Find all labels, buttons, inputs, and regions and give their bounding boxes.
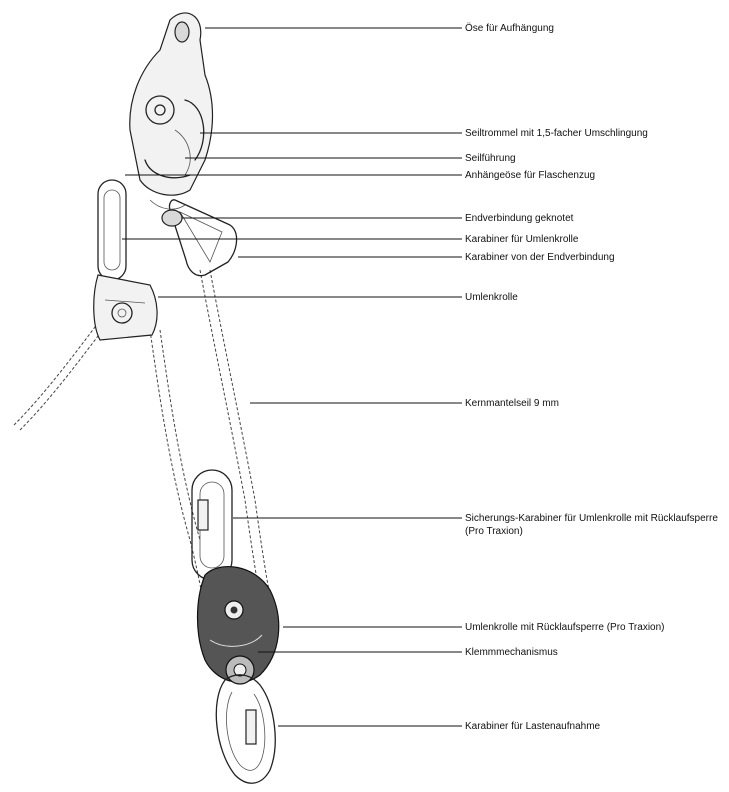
label-seiltrommel: Seiltrommel mit 1,5-facher Umschlingung	[465, 127, 648, 140]
top-device	[130, 13, 213, 195]
upper-pulley	[94, 275, 157, 340]
safety-carabiner	[192, 470, 232, 580]
label-umlenkrolle-ruecklauf: Umlenkrolle mit Rücklaufsperre (Pro Trax…	[465, 621, 665, 634]
label-klemmmechanismus: Klemmmechanismus	[465, 646, 558, 659]
label-sicherungs-karabiner: Sicherungs-Karabiner für Umlenkrolle mit…	[465, 512, 725, 538]
label-oese-aufhaengung: Öse für Aufhängung	[465, 22, 554, 35]
label-endverbindung: Endverbindung geknotet	[465, 212, 573, 225]
load-carabiner	[216, 675, 275, 783]
label-karabiner-endverbindung: Karabiner von der Endverbindung	[465, 251, 615, 264]
label-seilfuehrung: Seilführung	[465, 152, 516, 165]
pro-traxion-pulley	[198, 567, 279, 684]
label-karabiner-lastenaufnahme: Karabiner für Lastenaufnahme	[465, 720, 600, 733]
label-kernmantelseil: Kernmantelseil 9 mm	[465, 397, 559, 410]
label-anhaengeoese: Anhängeöse für Flaschenzug	[465, 169, 595, 182]
label-karabiner-umlenkrolle: Karabiner für Umlenkrolle	[465, 233, 578, 246]
label-umlenkrolle: Umlenkrolle	[465, 291, 518, 304]
